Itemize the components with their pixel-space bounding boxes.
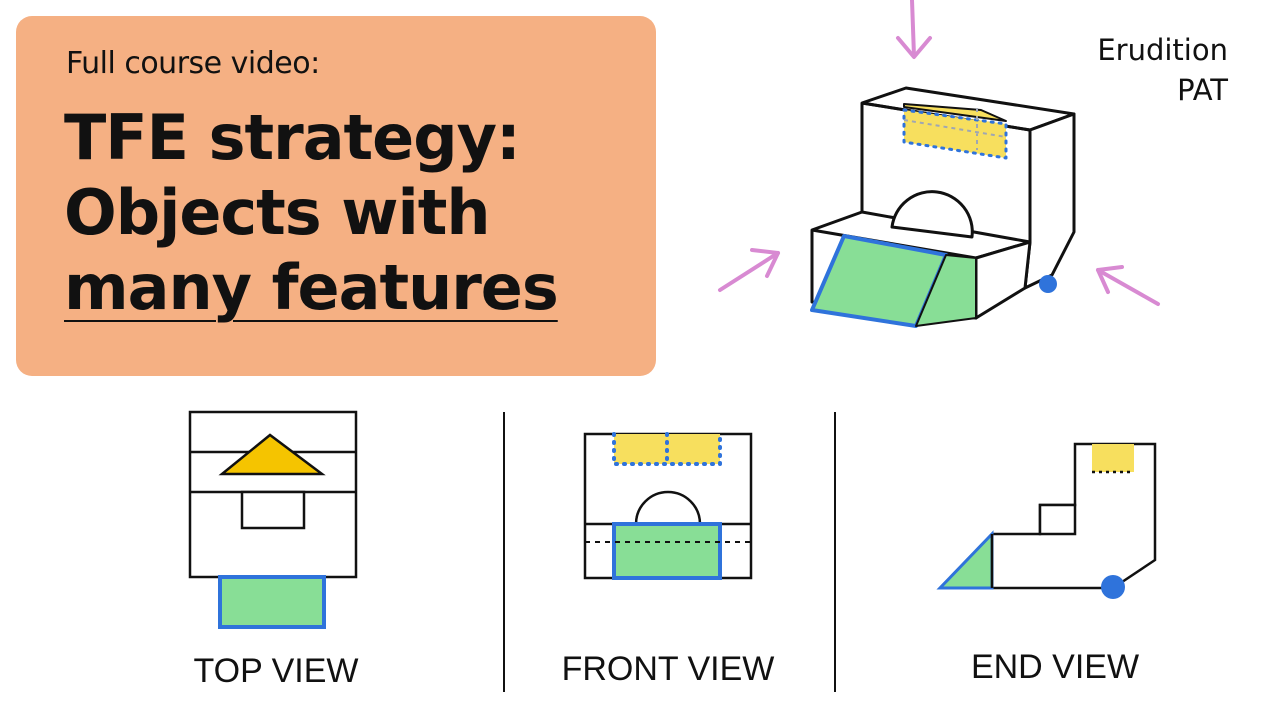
subtitle: Full course video: [66,46,320,81]
brand-logo: Erudition PAT [1097,30,1228,110]
arrow-down-icon [896,0,932,59]
front-view-drawing [583,432,753,580]
top-view-label: TOP VIEW [193,652,359,690]
view-divider-2 [834,412,836,692]
end-view-drawing [936,442,1157,599]
top-view-drawing [188,410,358,629]
arrow-up-right-icon [718,248,780,292]
arrow-up-left-icon [1096,265,1160,306]
front-view-label: FRONT VIEW [561,650,775,688]
end-view-label: END VIEW [970,648,1140,686]
reference-dot-end [1101,575,1125,599]
headline-line-1: TFE strategy: [64,101,521,174]
title-card [16,16,656,376]
isometric-object [810,86,1076,328]
brand-line-2: PAT [1177,73,1228,107]
headline-line-3: many features [64,251,559,324]
reference-dot [1039,275,1057,293]
view-divider-1 [503,412,505,692]
headline-line-2: Objects with [64,176,491,249]
headline: TFE strategy: Objects with many features [64,100,559,325]
brand-line-1: Erudition [1097,33,1228,67]
